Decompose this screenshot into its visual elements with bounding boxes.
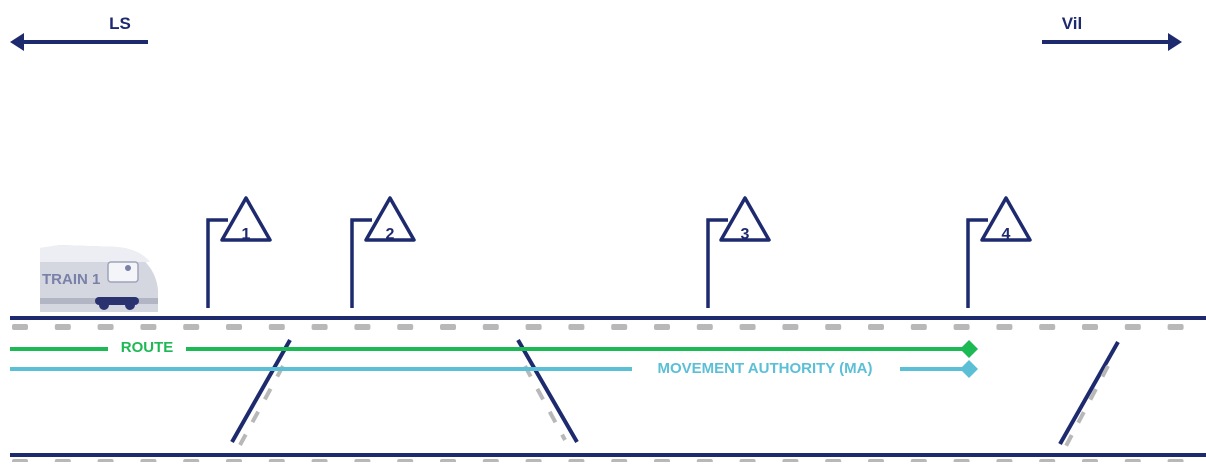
direction-right-label: Vil [1062, 14, 1082, 33]
lower-track [10, 453, 1206, 465]
track-sleeper [482, 324, 499, 330]
switch-sleepers [238, 365, 285, 446]
track-sleeper [654, 324, 670, 330]
signal-4: 4 [966, 196, 1032, 308]
route-end-diamond-icon [960, 340, 978, 358]
signal-number: 1 [242, 226, 251, 243]
track-sleeper [611, 324, 628, 330]
track-sleeper [910, 324, 927, 330]
driver-icon [125, 265, 131, 271]
train-label: TRAIN 1 [42, 271, 100, 288]
track-sleeper [311, 324, 328, 330]
signal-number: 2 [386, 226, 395, 243]
signal-2: 2 [350, 196, 416, 308]
track-sleeper [696, 324, 713, 330]
switch-2 [516, 338, 579, 444]
signal-triangle-icon [980, 196, 1032, 242]
switch-sleepers [523, 365, 567, 441]
train: TRAIN 1 [40, 245, 158, 312]
movement-authority-indicator: MOVEMENT AUTHORITY (MA) [10, 360, 978, 378]
switch-sleepers [1064, 365, 1110, 447]
train-window [107, 261, 139, 283]
track-sleeper [1167, 324, 1184, 330]
signal-3: 3 [706, 196, 771, 308]
ma-end-diamond-icon [960, 360, 978, 378]
wheel-icon [125, 300, 135, 310]
direction-right: Vil [1042, 14, 1182, 51]
signal-1: 1 [206, 196, 272, 308]
route-indicator: ROUTE [10, 339, 978, 358]
signal-post [966, 218, 988, 308]
direction-left: LS [10, 14, 148, 51]
track-sleeper [12, 324, 28, 330]
track-sleeper [183, 324, 200, 330]
track-sleeper [739, 324, 756, 330]
switch-1 [230, 339, 292, 446]
track-sleeper [868, 324, 884, 330]
ma-label: MOVEMENT AUTHORITY (MA) [658, 360, 873, 377]
signal-triangle-icon [364, 196, 416, 242]
track-sleeper [996, 324, 1013, 330]
switch-rail [230, 339, 292, 443]
switch-rail [1058, 341, 1120, 445]
track-sleeper [1082, 324, 1098, 330]
switch-rail [516, 338, 579, 444]
track-sleeper [1039, 324, 1056, 330]
track-sleeper [226, 324, 242, 330]
track-sleeper [268, 324, 285, 330]
track-sleeper [525, 324, 542, 330]
main-track-sleepers [12, 324, 1184, 330]
route-label: ROUTE [121, 339, 174, 356]
main-track [10, 316, 1206, 330]
switch-3 [1058, 341, 1120, 447]
track-sleeper [54, 324, 71, 330]
track-sleeper [440, 324, 456, 330]
track-sleeper [140, 324, 157, 330]
track-sleeper [97, 324, 114, 330]
signal-triangle-icon [719, 196, 771, 242]
track-sleeper [1124, 324, 1141, 330]
signal-post [706, 218, 728, 308]
signal-triangle-icon [220, 196, 272, 242]
signal-post [350, 218, 372, 308]
track-sleeper [953, 324, 970, 330]
track-sleeper [397, 324, 414, 330]
track-sleeper [782, 324, 799, 330]
train-roof [40, 245, 150, 262]
track-sleeper [568, 324, 585, 330]
wheel-icon [99, 300, 109, 310]
arrow-right-icon [1168, 33, 1182, 51]
track-sleeper [825, 324, 842, 330]
signal-post [206, 218, 228, 308]
track-sleeper [354, 324, 371, 330]
direction-left-label: LS [109, 14, 131, 33]
arrow-left-icon [10, 33, 24, 51]
signal-number: 4 [1002, 226, 1011, 243]
signal-number: 3 [741, 226, 750, 243]
